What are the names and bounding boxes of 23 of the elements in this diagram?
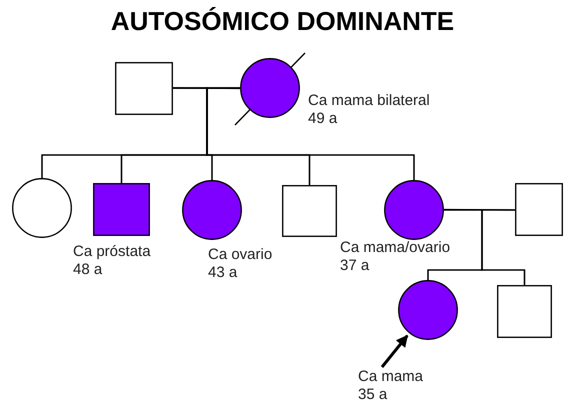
affected-female-circle — [182, 180, 242, 240]
diagnosis-label: 48 a — [73, 261, 104, 279]
affected-female-circle — [398, 280, 458, 340]
unaffected-male-square — [515, 183, 563, 236]
diagnosis-label: Ca mama bilateral — [308, 92, 430, 110]
diagnosis-label: Ca mama/ovario — [340, 239, 450, 257]
diagnosis-label: Ca ovario — [208, 246, 272, 264]
unaffected-male-square — [282, 185, 337, 237]
title: AUTOSÓMICO DOMINANTE — [110, 6, 454, 36]
pedigree-line — [481, 209, 526, 285]
affected-male-square — [93, 183, 150, 236]
diagnosis-label: 49 a — [308, 110, 338, 128]
diagnosis-label: 37 a — [340, 257, 370, 275]
unaffected-male-square — [115, 62, 173, 115]
unaffected-female-circle — [12, 178, 72, 238]
proband-arrow — [380, 334, 408, 368]
affected-female-circle — [240, 58, 300, 118]
diagnosis-label: Ca próstata — [73, 243, 151, 261]
affected-female-circle — [384, 180, 444, 240]
diagnosis-label: 43 a — [208, 264, 238, 282]
diagnosis-label: 35 a — [358, 386, 388, 404]
unaffected-male-square — [497, 285, 552, 338]
diagnosis-label: Ca mama — [358, 368, 424, 386]
